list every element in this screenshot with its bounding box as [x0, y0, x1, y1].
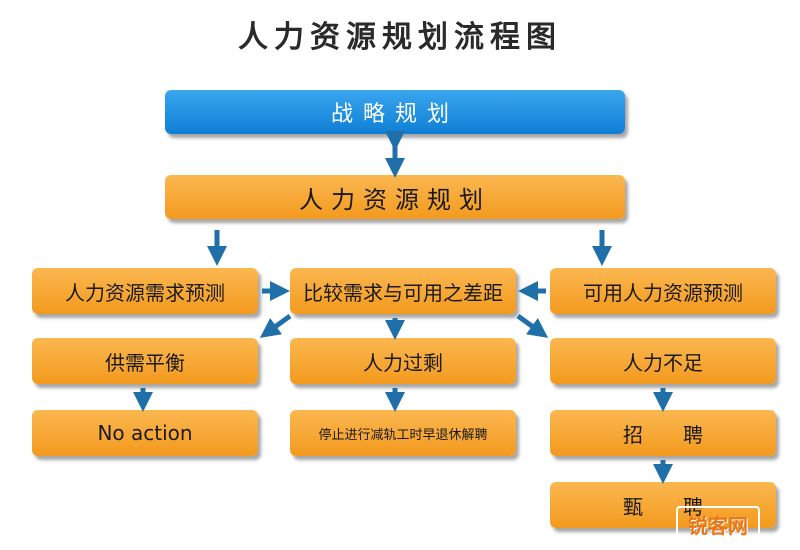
- node-hr-planning: 人力资源规划: [165, 175, 625, 219]
- node-recruit: 招聘: [550, 410, 776, 456]
- node-surplus: 人力过剩: [290, 338, 516, 384]
- arrow-compare-to-shortage: [516, 313, 549, 338]
- node-balance: 供需平衡: [32, 338, 258, 384]
- node-demand-forecast: 人力资源需求预测: [32, 268, 258, 314]
- node-compare-gap: 比较需求与可用之差距: [290, 268, 516, 314]
- node-select: 甄聘: [550, 482, 776, 528]
- node-strategy: 战略规划: [165, 90, 625, 134]
- node-no-action: No action: [32, 410, 258, 456]
- node-shortage: 人力不足: [550, 338, 776, 384]
- node-supply-forecast: 可用人力资源预测: [550, 268, 776, 314]
- node-surplus-action: 停止进行减轨工时早退休解聘: [290, 410, 516, 456]
- diagram-title: 人力资源规划流程图: [238, 20, 562, 55]
- watermark-logo: 锐客网: [676, 506, 760, 542]
- arrow-compare-to-balance: [259, 313, 292, 338]
